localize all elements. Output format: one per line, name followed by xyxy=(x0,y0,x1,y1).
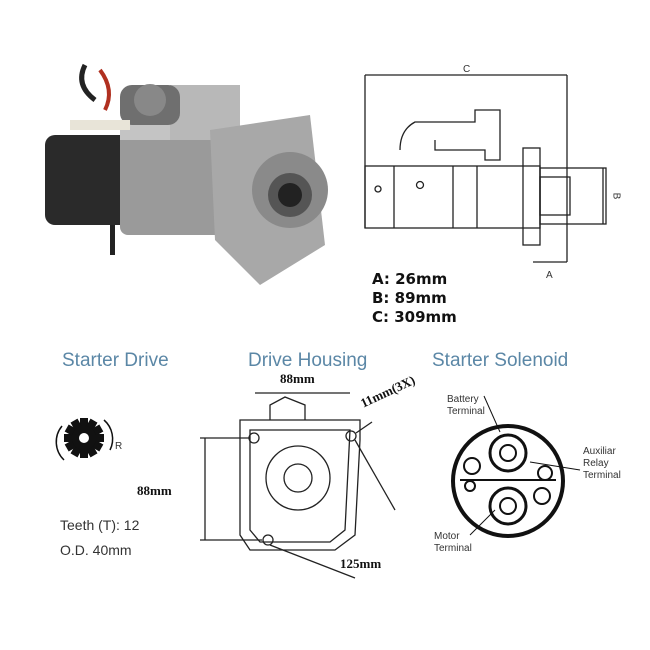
label-c: C xyxy=(463,64,471,75)
starter-drive-title: Starter Drive xyxy=(62,350,169,371)
motor-terminal-line1: Motor xyxy=(434,531,460,542)
label-a: A xyxy=(546,270,553,281)
battery-terminal-label: Battery Terminal xyxy=(447,394,485,418)
battery-terminal-line1: Battery xyxy=(447,394,479,405)
dimension-b: B: 89mm xyxy=(372,289,447,307)
dimension-a: A: 26mm xyxy=(372,270,448,288)
aux-relay-terminal-label: Auxiliar Relay Terminal xyxy=(583,446,621,482)
housing-diagonal-dimension: 125mm xyxy=(340,556,382,571)
aux-terminal-line1: Auxiliar xyxy=(583,446,616,457)
starter-solenoid-title: Starter Solenoid xyxy=(432,350,569,371)
dimension-c: C: 309mm xyxy=(372,308,457,326)
outer-diameter: O.D. 40mm xyxy=(60,542,132,558)
rotation-label: R xyxy=(115,441,123,452)
aux-terminal-line2: Relay xyxy=(583,458,609,469)
motor-terminal-line2: Terminal xyxy=(434,543,472,554)
teeth-count: Teeth (T): 12 xyxy=(60,517,140,533)
drive-housing-title: Drive Housing xyxy=(248,350,368,371)
starter-motor-body xyxy=(45,63,328,285)
aux-terminal-line3: Terminal xyxy=(583,470,621,481)
housing-left-dimension: 88mm xyxy=(137,483,172,498)
housing-top-dimension: 88mm xyxy=(280,371,315,386)
battery-terminal-line2: Terminal xyxy=(447,406,485,417)
motor-terminal-label: Motor Terminal xyxy=(434,531,472,555)
